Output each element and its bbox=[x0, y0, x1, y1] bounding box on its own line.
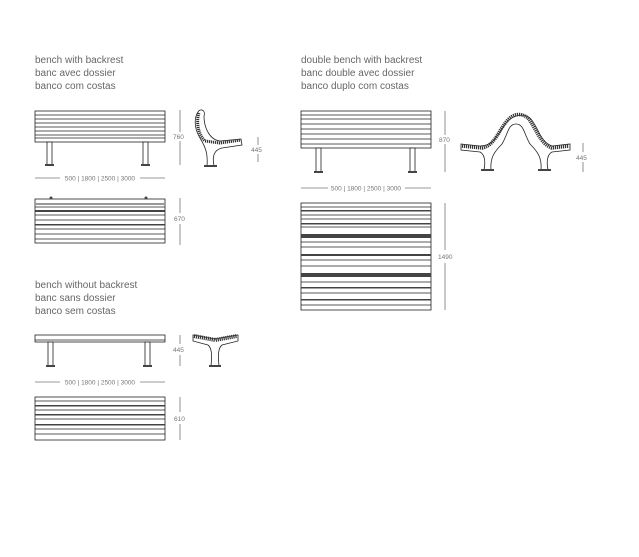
bench-without-backrest-title: bench without backrest banc sans dossier… bbox=[35, 279, 137, 318]
height-dimension: 760 bbox=[172, 110, 186, 165]
seat-height-label: 445 bbox=[251, 147, 262, 154]
double-bench-side-view bbox=[460, 112, 571, 171]
depth-dimension: 1490 bbox=[438, 203, 453, 310]
length-options: 500 | 1800 | 2500 | 3000 bbox=[65, 176, 136, 183]
title-en: bench without backrest bbox=[35, 280, 138, 291]
bench-no-backrest-top-view bbox=[34, 396, 166, 441]
depth-label: 610 bbox=[174, 416, 185, 423]
height-label: 760 bbox=[173, 134, 184, 141]
title-en: bench with backrest bbox=[35, 55, 124, 66]
title-en: double bench with backrest bbox=[301, 55, 423, 66]
title-pt: banco duplo com costas bbox=[301, 81, 409, 92]
depth-label: 670 bbox=[174, 216, 185, 223]
seat-height-dimension: 445 bbox=[251, 137, 262, 162]
bench-backrest-front-view bbox=[34, 110, 166, 166]
title-pt: banco sem costas bbox=[35, 306, 116, 317]
title-pt: banco com costas bbox=[35, 81, 116, 92]
seat-height-dimension: 445 bbox=[173, 335, 184, 366]
bench-no-backrest-side-view bbox=[192, 334, 239, 367]
height-label: 870 bbox=[439, 137, 450, 144]
height-dimension: 870 bbox=[437, 111, 453, 172]
bench-backrest-side-view bbox=[194, 109, 243, 167]
depth-label: 1490 bbox=[438, 254, 453, 261]
title-fr: banc double avec dossier bbox=[301, 68, 415, 79]
double-bench-title: double bench with backrest banc double a… bbox=[301, 54, 422, 93]
bench-with-backrest-title: bench with backrest banc avec dossier ba… bbox=[35, 54, 123, 93]
length-options: 500 | 1800 | 2500 | 3000 bbox=[65, 380, 136, 387]
double-bench-top-view bbox=[300, 202, 432, 311]
bench-backrest-top-view bbox=[34, 196, 166, 244]
bench-no-backrest-front-view bbox=[34, 334, 166, 367]
double-bench-front-view bbox=[300, 110, 432, 173]
length-dimension: 500 | 1800 | 2500 | 3000 bbox=[35, 176, 165, 183]
seat-height-label: 445 bbox=[173, 347, 184, 354]
title-fr: banc avec dossier bbox=[35, 68, 116, 79]
title-fr: banc sans dossier bbox=[35, 293, 116, 304]
depth-dimension: 610 bbox=[174, 397, 185, 440]
length-dimension: 500 | 1800 | 2500 | 3000 bbox=[301, 186, 431, 193]
length-options: 500 | 1800 | 2500 | 3000 bbox=[331, 186, 402, 193]
seat-height-label: 445 bbox=[576, 155, 587, 162]
depth-dimension: 670 bbox=[174, 198, 185, 245]
length-dimension: 500 | 1800 | 2500 | 3000 bbox=[35, 380, 165, 387]
seat-height-dimension: 445 bbox=[576, 143, 587, 172]
